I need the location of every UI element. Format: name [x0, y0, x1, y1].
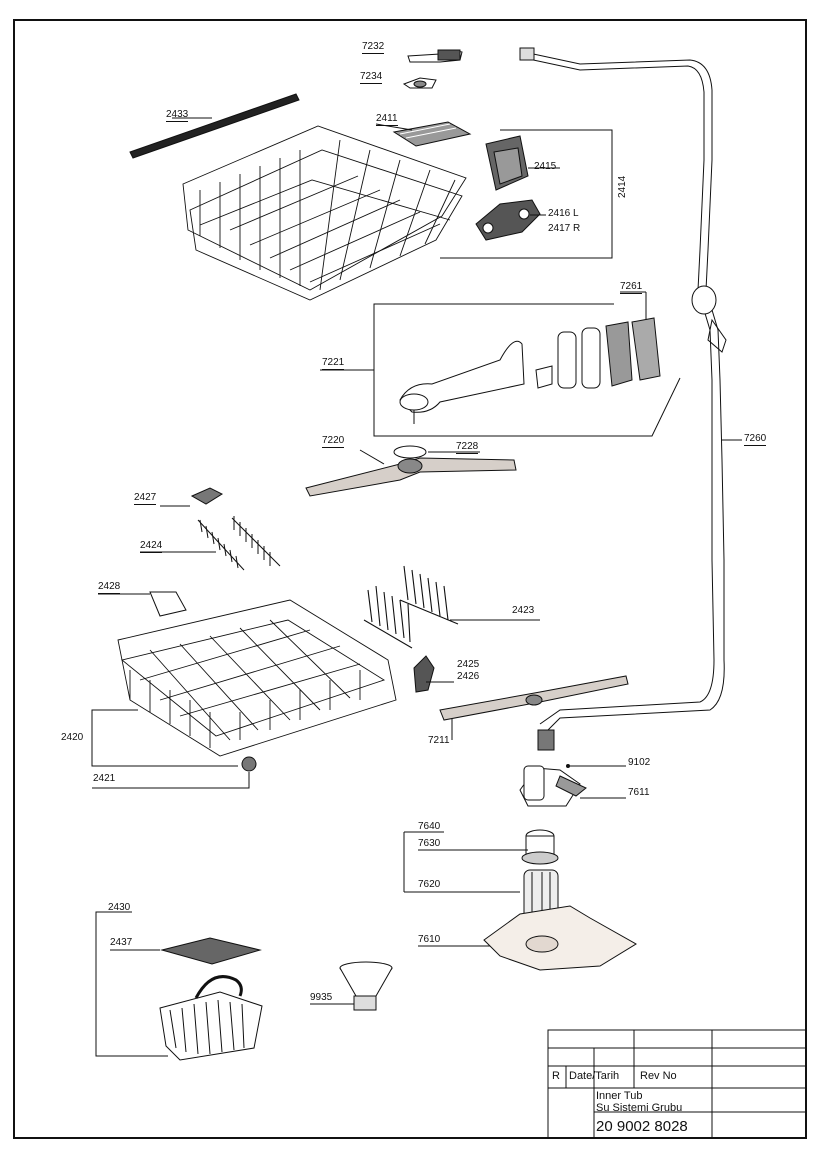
label-9935: 9935	[310, 992, 333, 1003]
label-7640: 7640	[418, 821, 441, 832]
title-block-title-line2: Su Sistemi Grubu	[596, 1102, 683, 1114]
part-7211-lower-spray-arm	[439, 675, 629, 721]
label-2425: 2425	[457, 659, 480, 670]
label-2411: 2411	[376, 113, 398, 126]
label-2415: 2415	[534, 161, 557, 172]
label-2427: 2427	[134, 492, 157, 505]
part-2437-basket-lid	[160, 937, 262, 965]
title-block-rev-letter: R	[552, 1070, 560, 1082]
part-2424-tine-rows	[197, 516, 281, 571]
label-7234: 7234	[360, 71, 383, 84]
label-7610: 7610	[418, 934, 441, 945]
upper-basket	[182, 125, 467, 301]
part-7221-upper-spray-arm	[399, 340, 525, 424]
box-7221	[373, 303, 681, 437]
label-2420: 2420	[61, 732, 84, 743]
part-7232-clip	[407, 49, 463, 63]
label-2430: 2430	[108, 902, 131, 913]
part-2415-hinge	[485, 135, 529, 191]
part-7610-flat-filter	[483, 905, 637, 971]
label-9102: 9102	[628, 757, 651, 768]
bracket-2420	[91, 709, 238, 767]
part-7220-mid-spray-arm	[305, 457, 517, 497]
label-7211: 7211	[428, 735, 450, 746]
part-2430-cutlery-basket	[159, 975, 263, 1061]
part-2421-wheel	[241, 756, 257, 772]
label-7260: 7260	[744, 433, 767, 446]
part-2416-2417-wheel-carrier	[475, 199, 541, 241]
label-2428: 2428	[98, 581, 121, 594]
part-2425-2426-fitting	[413, 655, 435, 693]
sheet-border	[13, 19, 807, 1139]
label-7221: 7221	[322, 357, 345, 370]
label-2417: 2417 R	[548, 223, 581, 234]
bracket-2414	[440, 129, 613, 259]
title-block-title-line1: Inner Tub	[596, 1090, 643, 1102]
label-7228: 7228	[456, 441, 479, 454]
lower-basket	[117, 599, 397, 757]
part-2427-clip	[190, 487, 224, 505]
part-7630-7640-filter-cap	[521, 829, 559, 865]
label-2421: 2421	[93, 773, 116, 784]
part-9102-screw	[566, 764, 570, 768]
label-2426: 2426	[457, 671, 480, 682]
label-2437: 2437	[110, 937, 133, 948]
label-2433: 2433	[166, 109, 189, 122]
label-2414: 2414	[617, 175, 628, 198]
part-2411-insert	[392, 121, 472, 147]
part-7261-nozzle-set	[535, 317, 661, 389]
label-7232: 7232	[362, 41, 385, 54]
label-2423: 2423	[512, 605, 535, 616]
bracket-2430	[95, 911, 168, 1057]
title-block-date-label: Date/Tarih	[569, 1070, 620, 1082]
label-7611: 7611	[628, 787, 650, 798]
label-2416: 2416 L	[548, 208, 579, 219]
part-7228-seal-ring	[393, 445, 427, 459]
part-2423-tine-set	[363, 565, 459, 649]
part-7234-clip	[402, 77, 437, 89]
leader-7220	[359, 449, 385, 465]
part-9935-funnel	[339, 961, 393, 1011]
leader-2421	[92, 772, 250, 789]
label-7620: 7620	[418, 879, 441, 890]
part-2428-tag	[149, 591, 187, 617]
part-7611-sump-connector	[519, 729, 587, 807]
label-2424: 2424	[140, 540, 163, 553]
label-7261: 7261	[620, 281, 643, 294]
part-2433-rail-strip	[129, 93, 300, 159]
title-block-rev-no-label: Rev No	[640, 1070, 677, 1082]
title-block-drawing-number: 20 9002 8028	[596, 1118, 688, 1135]
part-7260-water-pipe	[519, 47, 727, 731]
label-7220: 7220	[322, 435, 345, 448]
label-7630: 7630	[418, 838, 441, 849]
title-block-grid	[547, 1029, 807, 1139]
